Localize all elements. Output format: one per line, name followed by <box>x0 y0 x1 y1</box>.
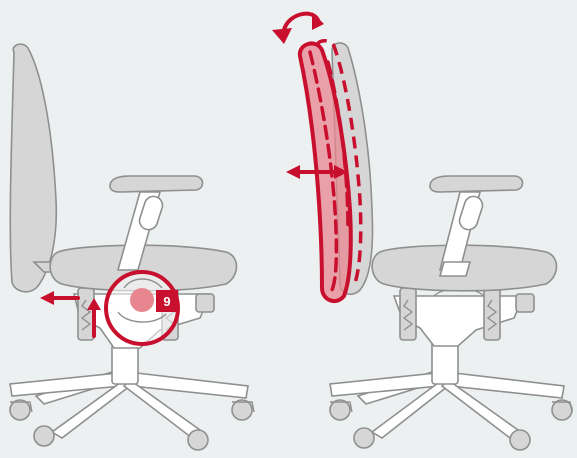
left-chair: 9 <box>9 43 255 451</box>
curved-rotate-arrow-icon <box>272 11 324 44</box>
up-arrow-icon <box>87 298 101 338</box>
right-chair-armrest <box>429 175 524 277</box>
right-chair-casters <box>329 399 573 451</box>
right-chair <box>272 11 573 451</box>
left-chair-base <box>9 343 249 440</box>
step-badge-number: 9 <box>163 294 170 309</box>
left-chair-backrest <box>9 43 58 293</box>
right-chair-base <box>329 339 565 440</box>
left-chair-casters <box>9 399 255 451</box>
left-chair-armrest <box>109 175 204 271</box>
left-arrow-icon <box>40 291 80 305</box>
right-chair-mechanism <box>392 287 535 347</box>
horizontal-double-arrow-icon <box>286 165 348 179</box>
step-badge: 9 <box>156 290 178 312</box>
